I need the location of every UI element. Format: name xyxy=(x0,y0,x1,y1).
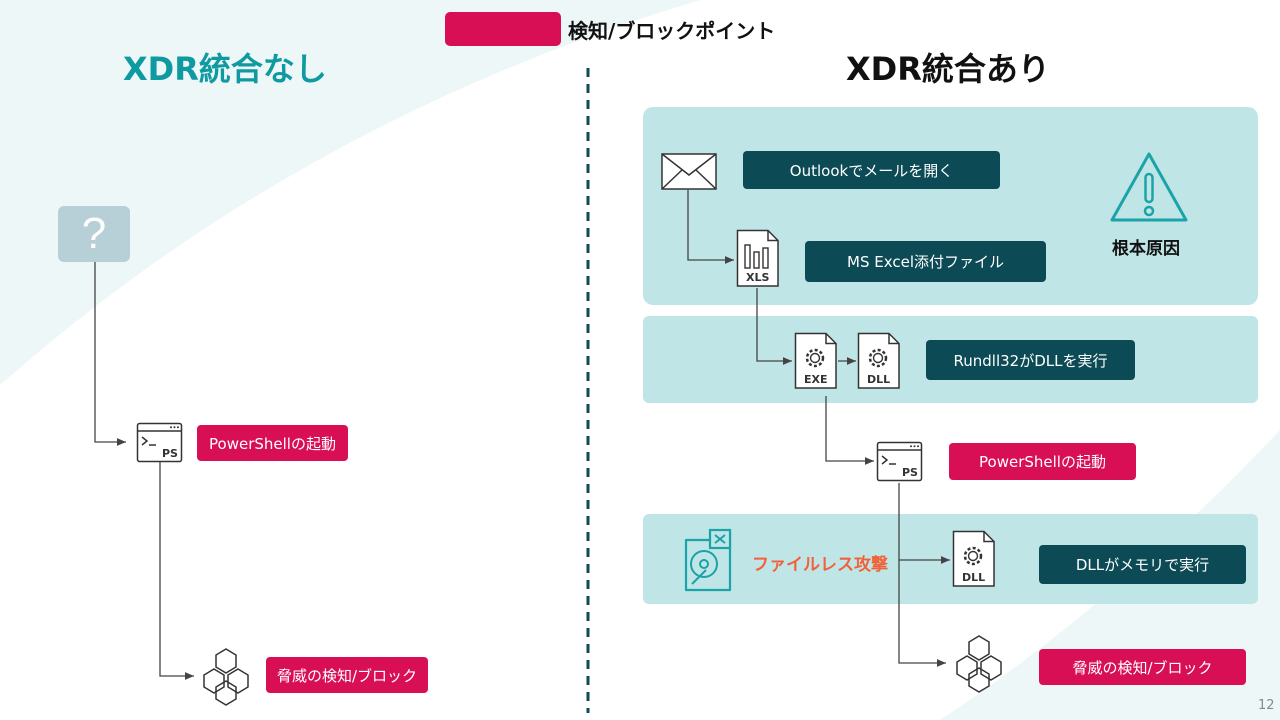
dll-text: DLL xyxy=(867,373,890,386)
dll-file-icon: DLL xyxy=(952,530,995,587)
dll-file-icon: DLL xyxy=(857,332,900,389)
excel-label: MS Excel添付ファイル xyxy=(805,241,1046,282)
mail-icon xyxy=(661,153,717,190)
exe-text: EXE xyxy=(804,373,828,386)
warning-icon xyxy=(1110,152,1188,222)
left-threat-label: 脅威の検知/ブロック xyxy=(266,657,428,693)
left-powershell-label: PowerShellの起動 xyxy=(197,425,348,461)
exe-file-icon: EXE xyxy=(794,332,837,389)
left-title: XDR統合なし xyxy=(123,50,327,88)
ps-text: PS xyxy=(902,466,918,479)
root-cause-label: 根本原因 xyxy=(1112,239,1180,259)
biohazard-icon xyxy=(203,648,249,706)
ps-text: PS xyxy=(162,447,178,460)
right-threat-label: 脅威の検知/ブロック xyxy=(1039,649,1246,685)
biohazard-icon xyxy=(956,635,1002,693)
divider xyxy=(586,68,590,713)
fileless-label: ファイルレス攻撃 xyxy=(752,555,888,575)
right-title: XDR統合あり xyxy=(846,50,1050,88)
rundll-label: Rundll32がDLLを実行 xyxy=(926,340,1135,380)
dll-text: DLL xyxy=(962,571,985,584)
powershell-icon: PS xyxy=(876,441,923,482)
unknown-source-box: ? xyxy=(58,206,130,262)
dll-memory-label: DLLがメモリで実行 xyxy=(1039,545,1246,584)
page-number: 12 xyxy=(1258,698,1275,713)
legend-swatch xyxy=(445,12,561,46)
right-powershell-label: PowerShellの起動 xyxy=(949,443,1136,480)
xls-text: XLS xyxy=(746,271,769,284)
powershell-icon: PS xyxy=(136,422,183,463)
xls-file-icon: XLS xyxy=(736,229,779,287)
outlook-label: Outlookでメールを開く xyxy=(743,151,1000,189)
legend-label: 検知/ブロックポイント xyxy=(568,19,776,43)
fileless-disk-icon xyxy=(684,528,732,592)
question-icon: ? xyxy=(81,209,107,258)
